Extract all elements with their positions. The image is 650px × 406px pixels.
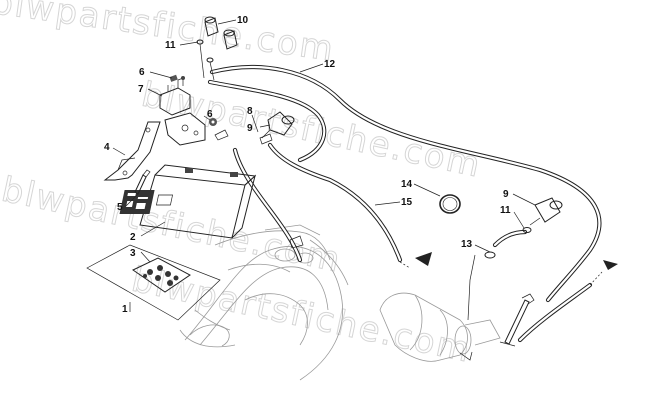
callout-12: 12 [324, 59, 336, 70]
battery-pad [132, 257, 191, 293]
screw-5 [134, 169, 151, 195]
ring-11-right [522, 227, 532, 233]
arrow-right-icon [603, 260, 618, 270]
starter-motor [379, 292, 501, 362]
callout-9-right: 9 [503, 189, 509, 200]
callout-15: 15 [401, 197, 413, 208]
ring-11-upper [196, 39, 215, 81]
callout-1: 1 [122, 304, 128, 315]
watermark-layer: blwpartsfiche.com blwpartsfiche.com blwp… [0, 0, 486, 371]
watermark-lower: blwpartsfiche.com [0, 170, 345, 281]
ring-13 [484, 251, 496, 259]
battery [119, 164, 257, 239]
cable-12 [209, 64, 602, 303]
callout-8: 8 [247, 106, 253, 117]
callout-4: 4 [104, 142, 110, 153]
cable-starter-short [467, 229, 528, 321]
leader-lines [112, 19, 536, 312]
cable-ring-terminals [214, 129, 304, 249]
callout-11-upper: 11 [165, 40, 176, 51]
bracket [103, 121, 161, 181]
nut-6-upper [169, 74, 178, 82]
nut-6-lower [209, 118, 217, 126]
cable-15 [267, 142, 411, 269]
callout-labels: 1 2 3 4 5 6 6 7 8 9 9 10 11 11 12 13 14 … [104, 15, 511, 315]
callout-6-lower: 6 [207, 109, 213, 120]
callout-13: 13 [461, 239, 473, 250]
ring-14 [439, 194, 461, 214]
mounting-plate [164, 112, 206, 146]
callout-3: 3 [130, 248, 136, 259]
arrow-left-icon [415, 252, 432, 266]
callout-10: 10 [237, 15, 249, 26]
terminal-boot-9-right [529, 197, 563, 226]
callout-7: 7 [138, 84, 144, 95]
direction-arrows [415, 252, 618, 270]
terminal-cap-10 [204, 16, 238, 50]
callout-6-upper: 6 [139, 67, 145, 78]
callout-9-upper: 9 [247, 123, 253, 134]
callout-11-right: 11 [500, 205, 511, 216]
cable-9-lower [232, 147, 303, 263]
watermark-top: blwpartsfiche.com [0, 0, 337, 70]
callout-14: 14 [401, 179, 413, 190]
cable-8 [207, 79, 327, 163]
cable-bottom-right [517, 271, 603, 343]
callout-2: 2 [130, 232, 136, 243]
relay-7 [159, 76, 191, 116]
watermark-bottom: blwpartsfiche.com [128, 260, 475, 371]
callout-5: 5 [117, 202, 123, 213]
assembly-1-outline [86, 244, 221, 321]
starter-bolt [499, 293, 535, 347]
chassis-outline [179, 224, 349, 381]
